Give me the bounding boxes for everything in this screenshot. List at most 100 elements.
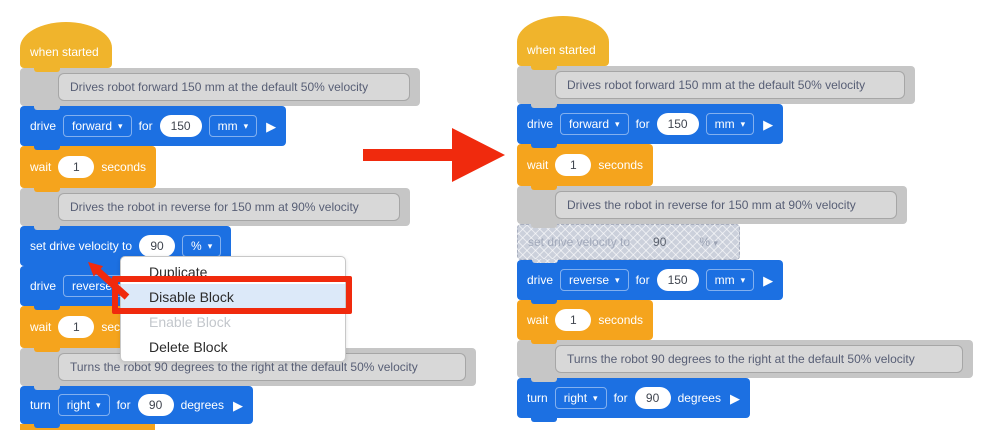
block-label: degrees bbox=[180, 398, 224, 412]
dropdown-caret-icon: ▾ bbox=[118, 120, 123, 131]
partial-next-block bbox=[20, 424, 155, 430]
run-icon: ▶ bbox=[232, 397, 243, 413]
distance-input[interactable]: 150 bbox=[159, 115, 202, 137]
hat-label: when started bbox=[30, 45, 99, 59]
direction-dropdown[interactable]: right ▾ bbox=[57, 394, 110, 416]
hat-label: when started bbox=[527, 43, 596, 57]
dropdown-value: % bbox=[191, 239, 202, 253]
turn-block[interactable]: turn right ▾ for 90 degrees ▶ bbox=[517, 378, 750, 422]
angle-input[interactable]: 90 bbox=[634, 387, 671, 409]
comment-block[interactable]: Turns the robot 90 degrees to the right … bbox=[517, 340, 973, 382]
run-icon: ▶ bbox=[763, 272, 774, 288]
menu-item-enable-block: Enable Block bbox=[149, 313, 231, 330]
dropdown-caret-icon: ▾ bbox=[593, 392, 598, 403]
block-label: turn bbox=[527, 391, 548, 405]
wait-block[interactable]: wait 1 seconds bbox=[517, 300, 654, 344]
dropdown-value: right bbox=[563, 391, 588, 405]
run-icon: ▶ bbox=[763, 116, 774, 132]
block-label: for bbox=[138, 119, 153, 133]
dropdown-caret-icon: ▾ bbox=[96, 399, 101, 410]
drive-reverse-block[interactable]: drive reverse ▾ for 150 mm ▾ ▶ bbox=[517, 260, 784, 304]
comment-block[interactable]: Drives robot forward 150 mm at the defau… bbox=[517, 66, 915, 108]
red-transition-arrow-icon bbox=[363, 128, 505, 182]
comment-text: Turns the robot 90 degrees to the right … bbox=[555, 345, 963, 373]
comment-text: Drives the robot in reverse for 150 mm a… bbox=[555, 191, 897, 219]
dropdown-caret-icon: ▾ bbox=[740, 274, 746, 285]
direction-dropdown[interactable]: forward ▾ bbox=[560, 113, 629, 135]
block-label: degrees bbox=[677, 391, 721, 405]
comment-text: Drives the robot in reverse for 150 mm a… bbox=[58, 193, 400, 221]
red-cursor-arrow-icon bbox=[88, 262, 130, 300]
block-label: drive bbox=[527, 117, 554, 131]
block-label: wait bbox=[30, 320, 52, 334]
block-label: wait bbox=[527, 313, 549, 327]
dropdown-caret-icon: ▾ bbox=[713, 238, 718, 248]
block-label: drive bbox=[30, 279, 57, 293]
dropdown-value: right bbox=[66, 398, 91, 412]
dropdown-value: reverse bbox=[72, 279, 113, 293]
dropdown-caret-icon: ▾ bbox=[615, 118, 620, 129]
block-label: drive bbox=[30, 119, 57, 133]
red-highlight-rectangle bbox=[112, 276, 352, 314]
wait-block[interactable]: wait 1 seconds bbox=[517, 144, 654, 190]
dropdown-caret-icon: ▾ bbox=[207, 240, 213, 251]
turn-block[interactable]: turn right ▾ for 90 degrees ▶ bbox=[20, 386, 253, 428]
comment-block[interactable]: Drives the robot in reverse for 150 mm a… bbox=[20, 188, 410, 230]
dropdown-value: mm bbox=[217, 119, 238, 133]
wait-value-input[interactable]: 1 bbox=[58, 316, 95, 338]
comment-text: Drives robot forward 150 mm at the defau… bbox=[555, 71, 905, 99]
block-label: seconds bbox=[598, 313, 644, 327]
unit-dropdown[interactable]: mm ▾ bbox=[705, 113, 755, 135]
unit-dropdown[interactable]: mm ▾ bbox=[705, 269, 755, 291]
dropdown-value: forward bbox=[72, 119, 113, 133]
block-label: for bbox=[613, 391, 628, 405]
velocity-value: 90 bbox=[653, 235, 667, 249]
when-started-hat-block[interactable]: when started bbox=[20, 22, 112, 72]
dropdown-caret-icon: ▾ bbox=[740, 118, 746, 129]
direction-dropdown[interactable]: right ▾ bbox=[554, 387, 607, 409]
dropdown-value: reverse bbox=[569, 273, 610, 287]
angle-input[interactable]: 90 bbox=[137, 394, 174, 416]
block-label: for bbox=[635, 117, 650, 131]
menu-item-disable-block[interactable]: Disable Block bbox=[121, 284, 345, 309]
block-label: set drive velocity to bbox=[528, 235, 631, 249]
direction-dropdown[interactable]: reverse ▾ bbox=[560, 269, 629, 291]
block-label: for bbox=[116, 398, 131, 412]
block-label: drive bbox=[527, 273, 554, 287]
dropdown-value: mm bbox=[714, 117, 735, 131]
menu-item-delete-block[interactable]: Delete Block bbox=[149, 338, 228, 355]
block-label: wait bbox=[30, 160, 52, 174]
wait-block[interactable]: wait 1 seconds bbox=[20, 146, 157, 192]
wait-value-input[interactable]: 1 bbox=[555, 154, 592, 176]
block-label: for bbox=[635, 273, 650, 287]
drive-forward-block[interactable]: drive forward ▾ for 150 mm ▾ ▶ bbox=[517, 104, 784, 148]
run-icon: ▶ bbox=[729, 390, 740, 406]
menu-item-duplicate[interactable]: Duplicate bbox=[149, 263, 208, 280]
when-started-hat-block[interactable]: when started bbox=[517, 16, 609, 70]
block-label: seconds bbox=[598, 158, 644, 172]
wait-value-input[interactable]: 1 bbox=[58, 156, 95, 178]
comment-block[interactable]: Drives the robot in reverse for 150 mm a… bbox=[517, 186, 907, 228]
comment-block[interactable]: Drives robot forward 150 mm at the defau… bbox=[20, 68, 420, 110]
distance-input[interactable]: 150 bbox=[656, 113, 699, 135]
dropdown-value: forward bbox=[569, 117, 610, 131]
velocity-input[interactable]: 90 bbox=[139, 235, 176, 257]
unit-label: % ▾ bbox=[699, 235, 718, 249]
distance-input[interactable]: 150 bbox=[656, 269, 699, 291]
dropdown-caret-icon: ▾ bbox=[243, 120, 249, 131]
block-label: wait bbox=[527, 158, 549, 172]
block-label: turn bbox=[30, 398, 51, 412]
run-icon: ▶ bbox=[266, 118, 277, 134]
set-drive-velocity-block-disabled[interactable]: set drive velocity to 90 % ▾ bbox=[517, 224, 740, 263]
wait-value-input[interactable]: 1 bbox=[555, 309, 592, 331]
block-label: seconds bbox=[101, 160, 147, 174]
unit-dropdown[interactable]: mm ▾ bbox=[208, 115, 258, 137]
dropdown-value: % bbox=[699, 235, 711, 249]
comment-text: Drives robot forward 150 mm at the defau… bbox=[58, 73, 410, 101]
dropdown-value: mm bbox=[714, 273, 735, 287]
direction-dropdown[interactable]: forward ▾ bbox=[63, 115, 132, 137]
drive-forward-block[interactable]: drive forward ▾ for 150 mm ▾ ▶ bbox=[20, 106, 287, 150]
